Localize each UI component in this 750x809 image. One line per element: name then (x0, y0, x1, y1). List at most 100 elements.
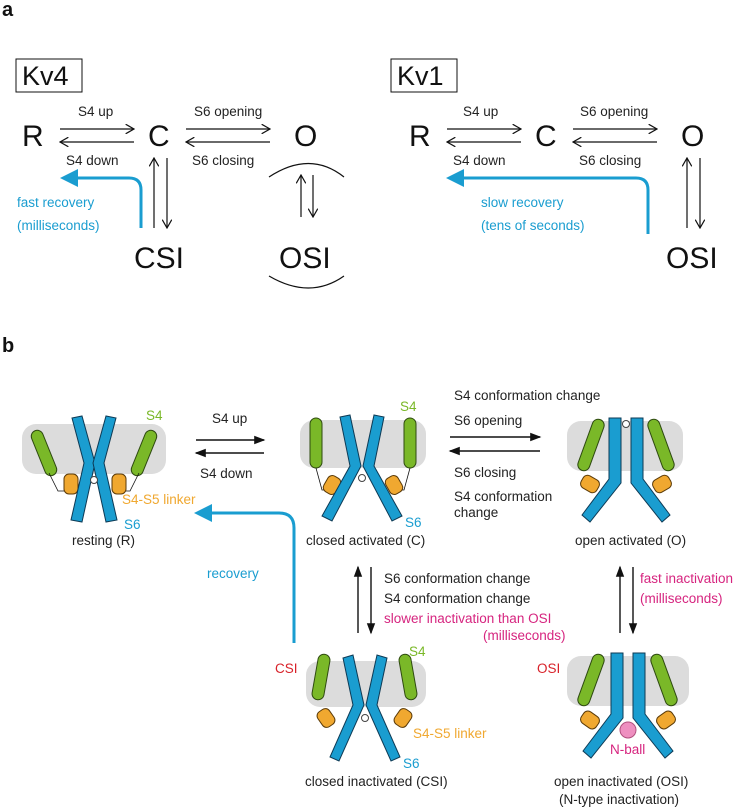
kv1-state-o: O (681, 120, 704, 153)
s4-s5-linker (316, 708, 336, 728)
label-s4-down: S4 down (200, 466, 253, 481)
kv4-recovery-label: fast recovery (17, 195, 95, 210)
osi-tag: OSI (537, 661, 560, 676)
kv4-recovery-time: (milliseconds) (17, 218, 100, 233)
s6-label: S6 (405, 515, 422, 530)
label-c-csi-rate: slower inactivation than OSI (384, 611, 551, 626)
state-label-closed-inactivated: closed inactivated (CSI) (305, 774, 448, 789)
channel-open-inactivated: OSI N-ball open inactivated (OSI) (N-typ… (537, 652, 689, 807)
n-ball (619, 721, 637, 739)
pore-ion (90, 476, 98, 484)
kv4-osi-bracket-top (268, 162, 345, 178)
kv4-s4-down: S4 down (66, 153, 119, 168)
s4-helix (647, 418, 675, 472)
label-recovery: recovery (207, 566, 259, 581)
kv1-title: Kv1 (397, 61, 444, 91)
s6-helix (632, 652, 674, 759)
kv4-title-box (15, 58, 83, 93)
recovery-arrow (194, 504, 296, 643)
state-label-open-activated: open activated (O) (575, 533, 686, 548)
s6-label: S6 (403, 756, 420, 771)
s6-helix (329, 654, 365, 762)
label-o-c-line3: change (454, 505, 498, 520)
kv1-recovery-time: (tens of seconds) (481, 218, 585, 233)
membrane (300, 420, 426, 468)
linker-label: S4-S5 linker (122, 492, 196, 507)
s4-helix (577, 418, 605, 472)
kv4-osi-bracket-bottom (268, 275, 345, 289)
s4-label: S4 (409, 644, 426, 659)
s4-s5-linker (580, 710, 600, 730)
state-label-n-type: (N-type inactivation) (559, 792, 679, 807)
label-o-osi-rate: fast inactivation (640, 571, 733, 586)
panel-b-label: b (2, 335, 14, 357)
kv1-state-osi: OSI (666, 242, 718, 275)
kv4-state-r: R (22, 120, 44, 153)
s4-s5-linker (393, 708, 413, 728)
s6-helix (70, 415, 96, 523)
kv1-title-box (390, 58, 458, 93)
state-label-resting: resting (R) (72, 533, 135, 548)
label-c-o-line1: S4 conformation change (454, 388, 600, 403)
csi-tag: CSI (275, 661, 298, 676)
s4-s5-linker (656, 710, 676, 730)
label-o-c-line1: S6 closing (454, 465, 516, 480)
kv4-s6-opening: S6 opening (194, 104, 262, 119)
label-c-csi-line2: S4 conformation change (384, 591, 530, 606)
s4-helix (311, 653, 331, 701)
channel-resting: S4 S4-S5 linker S6 resting (R) (22, 408, 196, 548)
s6-helix (321, 414, 362, 522)
channel-closed-activated: S4 S6 closed activated (C) (300, 399, 426, 548)
kv4-state-c: C (148, 120, 170, 153)
kv1-recovery-arrow (446, 169, 650, 234)
s6-helix (581, 417, 622, 523)
s4-helix (403, 417, 417, 469)
kv1-scheme: Kv1 R C O OSI S4 up S4 down S6 opening S… (390, 58, 718, 275)
kv4-s6-closing: S6 closing (192, 153, 254, 168)
s6-helix (365, 654, 401, 762)
s4-s5-linker (111, 473, 127, 495)
kv4-s4-up: S4 up (78, 104, 113, 119)
pore-ion (361, 714, 369, 722)
s4-helix (577, 653, 605, 707)
s4-helix (398, 653, 418, 701)
s4-s5-linker (580, 474, 600, 494)
label-c-o-line2: S6 opening (454, 413, 522, 428)
s4-label: S4 (146, 408, 163, 423)
label-c-csi-line1: S6 conformation change (384, 571, 530, 586)
s4-helix (130, 429, 158, 477)
s4-label: S4 (400, 399, 417, 414)
pore-ion (358, 474, 366, 482)
kv4-state-csi: CSI (134, 242, 184, 275)
s4-helix (309, 417, 323, 469)
membrane (306, 661, 426, 707)
linker-label: S4-S5 linker (413, 726, 487, 741)
panel-a-label: a (2, 0, 14, 21)
s4-s5-linker (63, 473, 79, 495)
kv1-state-c: C (535, 120, 557, 153)
kv4-state-osi: OSI (279, 242, 331, 275)
s6-label: S6 (124, 517, 141, 532)
label-s4-up: S4 up (212, 411, 247, 426)
s4-helix (30, 429, 58, 477)
kv1-s6-closing: S6 closing (579, 153, 641, 168)
label-c-csi-time: (milliseconds) (483, 628, 566, 643)
label-o-c-line2: S4 conformation (454, 489, 552, 504)
kv1-state-r: R (409, 120, 431, 153)
s6-helix (92, 415, 118, 523)
s4-helix (650, 653, 678, 707)
label-o-osi-time: (milliseconds) (640, 591, 723, 606)
kv1-s6-opening: S6 opening (580, 104, 648, 119)
kv4-state-o: O (294, 120, 317, 153)
s4-s5-linker (652, 474, 672, 494)
state-label-closed-activated: closed activated (C) (306, 533, 425, 548)
membrane (22, 424, 166, 474)
kv4-recovery-arrow (60, 169, 143, 228)
s6-helix (630, 417, 671, 523)
kv1-recovery-label: slow recovery (481, 195, 564, 210)
kv4-scheme: Kv4 R C O CSI OSI S4 up S4 down S6 openi… (15, 58, 345, 289)
s6-helix (582, 652, 624, 759)
nball-label: N-ball (610, 742, 645, 757)
channel-closed-inactivated: CSI S4 S4-S5 linker S6 closed inactivate… (275, 644, 487, 789)
